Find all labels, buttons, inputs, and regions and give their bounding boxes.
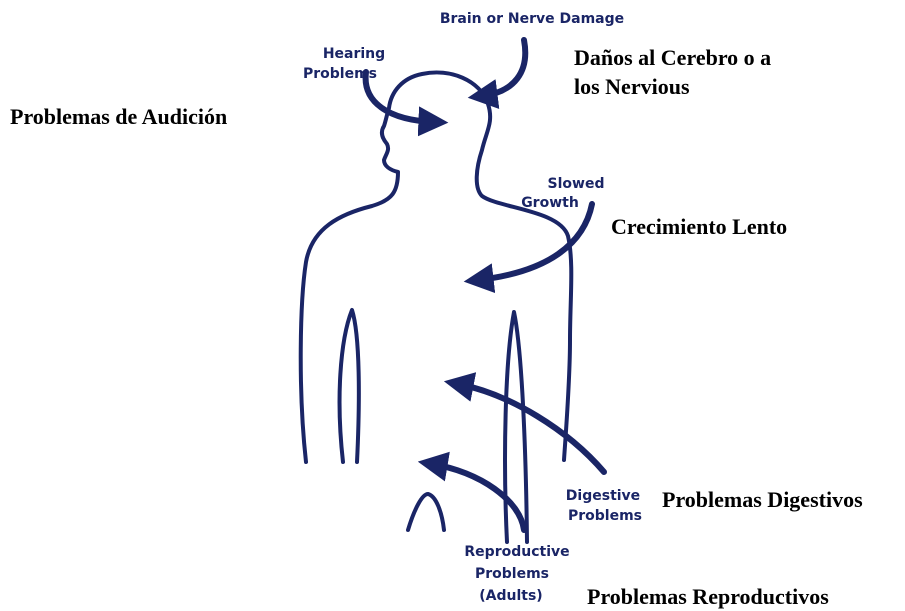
hearing-label-en-line1: Hearing	[323, 46, 385, 62]
reproductive-label-en-line2: Problems	[475, 566, 549, 582]
reproductive-label-en-line3: (Adults)	[479, 588, 542, 604]
growth-label-en-line2: Growth	[521, 195, 579, 211]
reproductive-arrow	[432, 464, 524, 530]
brain-label-es-line1: Daños al Cerebro o a	[574, 43, 771, 72]
digestive-label-en-line1: Digestive	[566, 488, 640, 504]
reproductive-label-es: Problemas Reproductivos	[587, 582, 829, 611]
reproductive-label-en-line1: Reproductive	[464, 544, 569, 560]
brain-label-en: Brain or Nerve Damage	[440, 11, 624, 27]
digestive-arrow	[458, 384, 604, 472]
digestive-label-en-line2: Problems	[568, 508, 642, 524]
brain-arrow	[482, 40, 525, 96]
growth-arrow	[478, 204, 592, 280]
growth-label-es: Crecimiento Lento	[611, 212, 787, 241]
digestive-label-es: Problemas Digestivos	[662, 485, 863, 514]
growth-label-en-line1: Slowed	[548, 176, 605, 192]
leg-outline	[408, 494, 444, 530]
hearing-label-es: Problemas de Audición	[10, 102, 227, 131]
brain-label-es-line2: los Nervious	[574, 72, 690, 101]
left-arm-line	[340, 310, 359, 462]
hearing-label-en-line2: Problems	[303, 66, 377, 82]
